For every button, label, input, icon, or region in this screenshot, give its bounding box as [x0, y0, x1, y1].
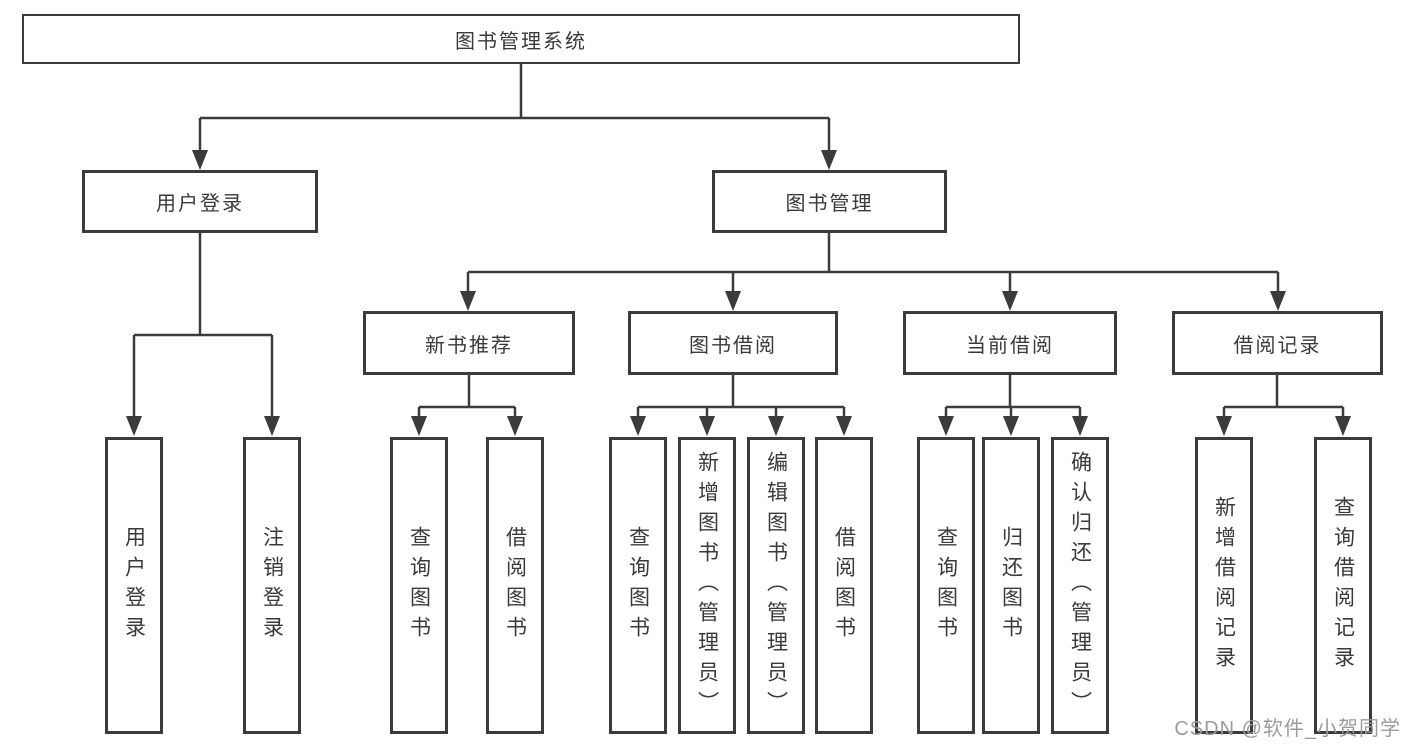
leaf-query-books-borrow: 查询图书 — [609, 437, 667, 734]
node-label: 借阅记录 — [1233, 334, 1322, 357]
leaf-return-book: 归还图书 — [982, 437, 1040, 734]
leaf-label: 归还图书 — [999, 525, 1023, 646]
node-label: 图书借阅 — [689, 334, 777, 357]
leaf-label: 借阅图书 — [832, 525, 856, 646]
node-new-book-recommend: 新书推荐 — [363, 311, 575, 375]
leaf-query-books-current: 查询图书 — [917, 437, 975, 734]
node-borrowing-records: 借阅记录 — [1172, 311, 1383, 375]
watermark: CSDN @软件_小贺同学 — [1174, 718, 1401, 740]
leaf-borrow-books-recommend: 借阅图书 — [486, 437, 544, 734]
leaf-add-book-admin: 新增图书（管理员） — [678, 437, 736, 734]
node-library-management-system: 图书管理系统 — [22, 14, 1020, 64]
leaf-label: 查询图书 — [934, 525, 958, 646]
leaf-edit-book-admin: 编辑图书（管理员） — [747, 437, 805, 734]
leaf-user-login: 用户登录 — [105, 437, 163, 734]
node-label: 用户登录 — [156, 193, 244, 215]
leaf-label: 查询图书 — [626, 525, 650, 646]
leaf-label: 查询借阅记录 — [1331, 495, 1355, 676]
leaf-query-books-recommend: 查询图书 — [390, 437, 448, 734]
leaf-label: 注销登录 — [260, 525, 284, 646]
leaf-confirm-return-admin: 确认归还（管理员） — [1051, 437, 1109, 734]
leaf-label: 借阅图书 — [503, 525, 527, 646]
node-book-borrowing: 图书借阅 — [628, 311, 838, 375]
leaf-query-borrow-record: 查询借阅记录 — [1314, 437, 1372, 734]
leaf-label: 用户登录 — [122, 525, 146, 646]
node-user-login: 用户登录 — [82, 170, 318, 233]
node-label: 图书管理 — [785, 193, 874, 215]
leaf-label: 确认归还（管理员） — [1068, 450, 1092, 721]
node-label: 当前借阅 — [966, 334, 1054, 357]
node-label: 新书推荐 — [425, 334, 513, 357]
leaf-logout: 注销登录 — [243, 437, 301, 734]
node-current-borrowing: 当前借阅 — [903, 311, 1117, 375]
leaf-borrow-books: 借阅图书 — [815, 437, 873, 734]
node-label: 图书管理系统 — [455, 30, 587, 53]
leaf-label: 新增借阅记录 — [1212, 495, 1236, 676]
leaf-add-borrow-record: 新增借阅记录 — [1195, 437, 1253, 734]
leaf-label: 编辑图书（管理员） — [764, 450, 788, 721]
node-book-management: 图书管理 — [712, 170, 947, 233]
leaf-label: 新增图书（管理员） — [695, 450, 719, 721]
leaf-label: 查询图书 — [407, 525, 431, 646]
